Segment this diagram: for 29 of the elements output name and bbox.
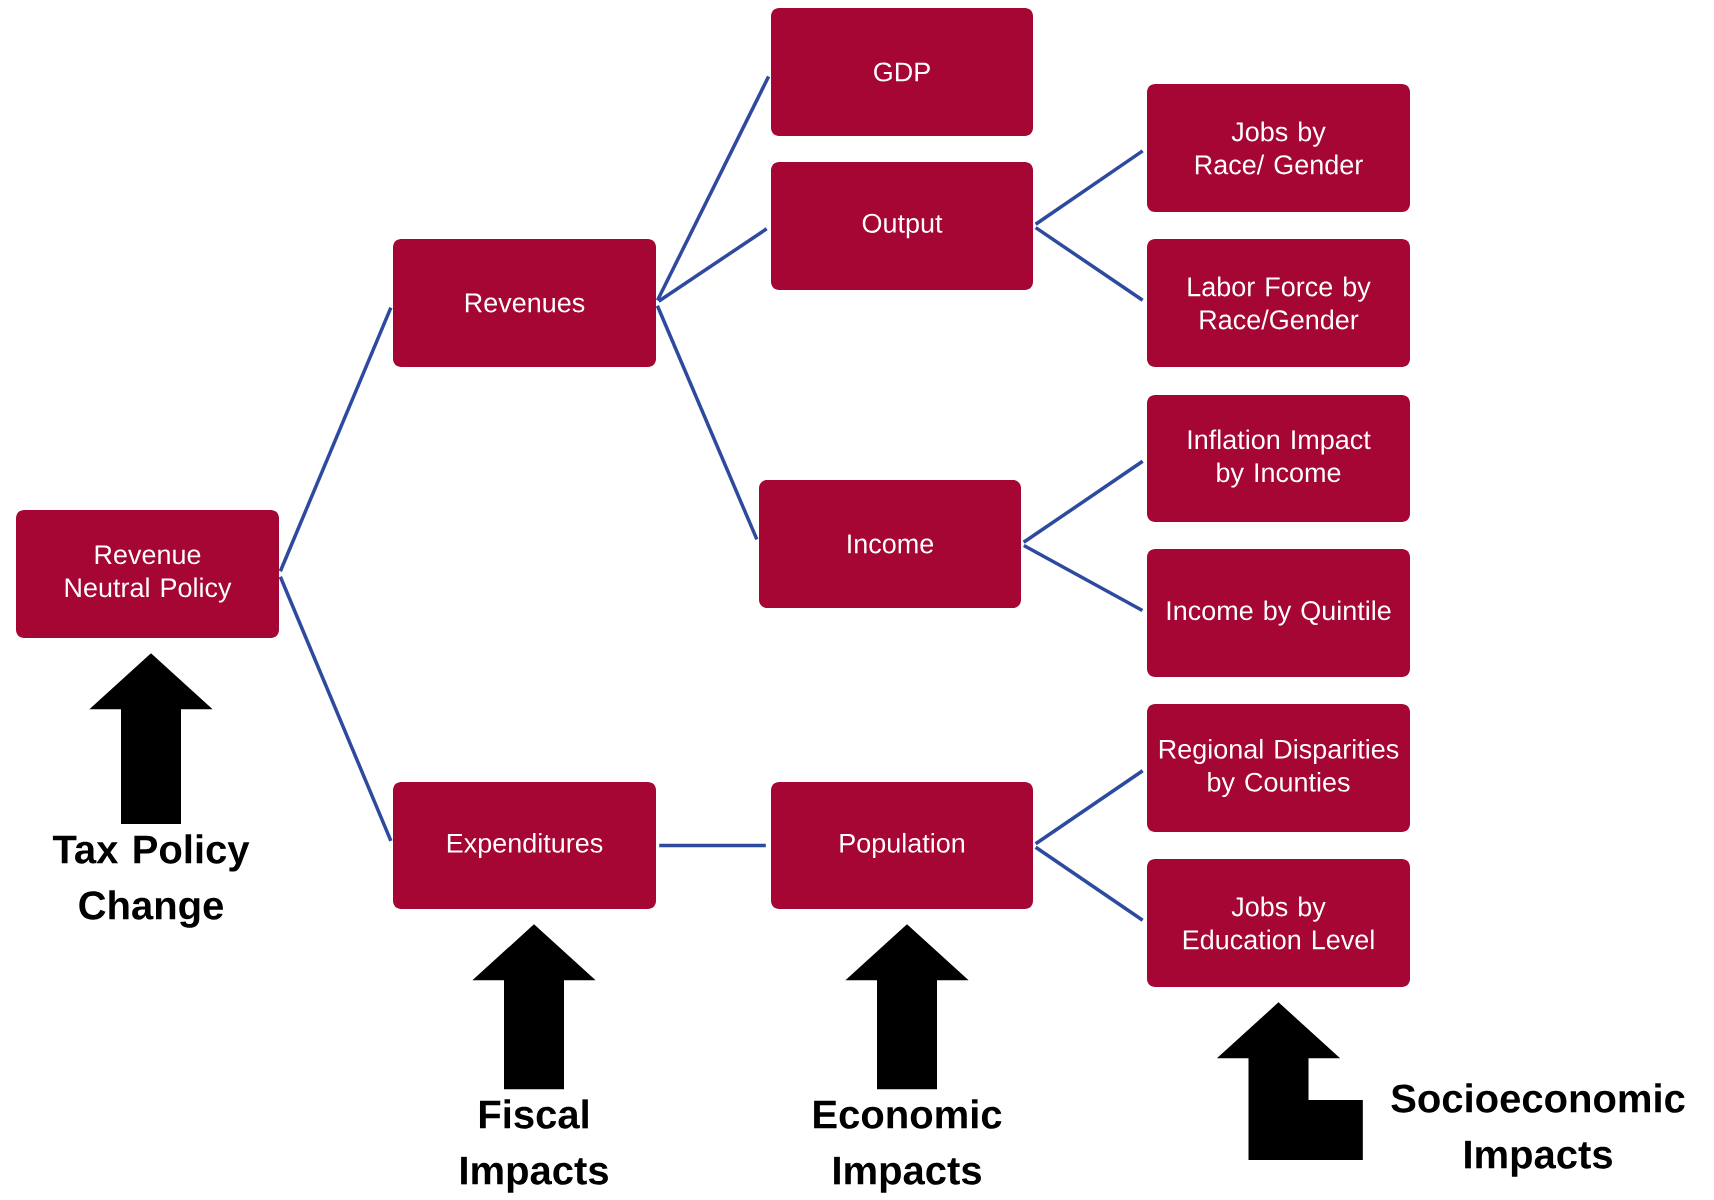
connector-line bbox=[278, 306, 393, 572]
connector-line bbox=[1034, 769, 1144, 846]
process-box: Regional Disparities by Counties bbox=[1147, 704, 1410, 832]
process-box: Labor Force by Race/Gender bbox=[1147, 239, 1410, 367]
caption-text: Economic Impacts bbox=[814, 1099, 1002, 1193]
process-box: Revenue Neutral Policy bbox=[16, 510, 279, 638]
process-box: Income bbox=[759, 480, 1021, 608]
connector-line bbox=[657, 227, 768, 303]
process-box: Expenditures bbox=[393, 782, 656, 909]
connector-line bbox=[1022, 459, 1144, 544]
process-box: Output bbox=[771, 162, 1033, 290]
connector-line bbox=[659, 843, 766, 848]
connector-line bbox=[278, 576, 393, 842]
connector-line bbox=[1034, 845, 1144, 922]
process-box: Jobs by Education Level bbox=[1147, 859, 1410, 987]
connector-line bbox=[655, 75, 771, 302]
process-box: GDP bbox=[771, 8, 1033, 136]
connector-line bbox=[655, 305, 759, 541]
process-box: Income by Quintile bbox=[1147, 549, 1410, 677]
process-box: Revenues bbox=[393, 239, 656, 367]
caption-text: Tax Policy Change bbox=[52, 834, 250, 928]
process-box: Inflation Impact by Income bbox=[1147, 395, 1410, 522]
connector-line bbox=[1023, 543, 1144, 613]
caption-text: Socioeconomic Impacts bbox=[1391, 1083, 1685, 1177]
process-box: Population bbox=[771, 782, 1033, 909]
connector-line bbox=[1034, 149, 1144, 226]
connector-line bbox=[1034, 226, 1144, 302]
caption-text: Fiscal Impacts bbox=[461, 1099, 608, 1193]
process-box: Jobs by Race/ Gender bbox=[1147, 84, 1410, 212]
